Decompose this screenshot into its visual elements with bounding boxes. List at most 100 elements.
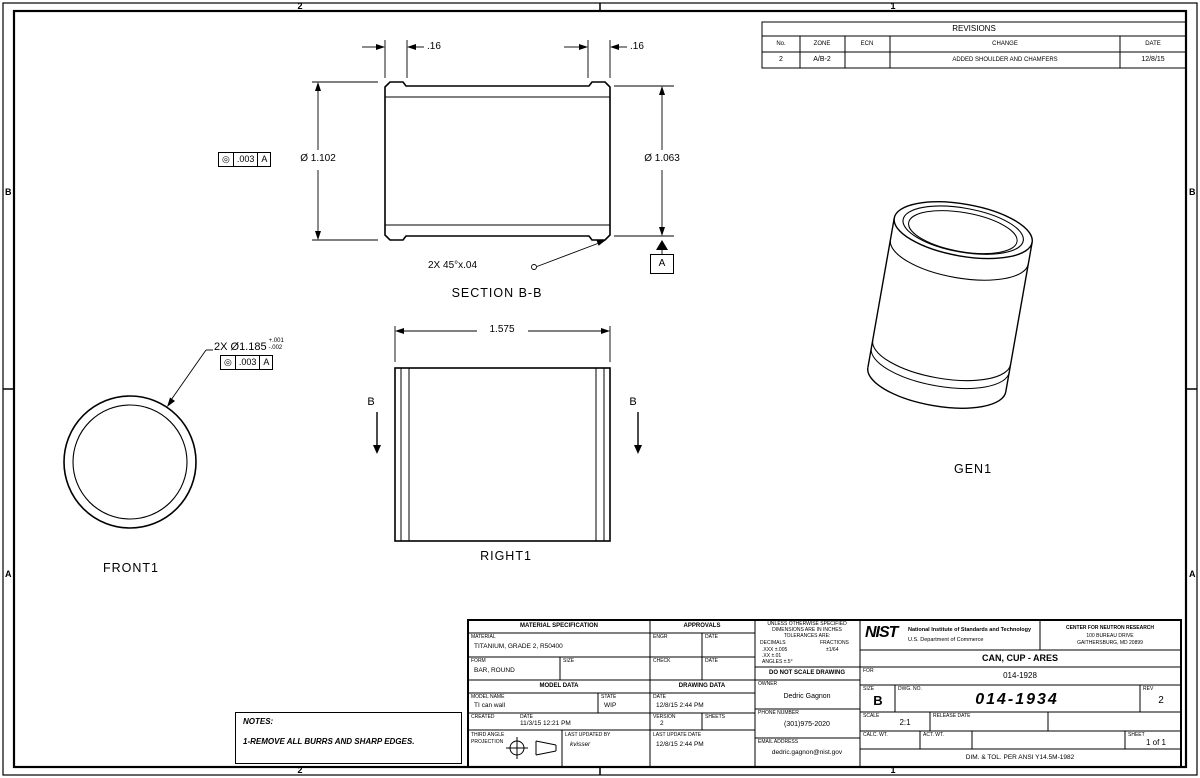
- tb-calc-wt-label: CALC. WT.: [863, 732, 888, 738]
- gen-view: [867, 201, 1033, 409]
- revisions-title: REVISIONS: [952, 24, 996, 33]
- rev-col-date: DATE: [1145, 41, 1161, 47]
- tb-model-data-header: MODEL DATA: [539, 683, 579, 689]
- tb-act-wt-label: ACT. WT.: [923, 732, 944, 738]
- tb-dwg-label: DWG. NO.: [898, 686, 922, 692]
- tb-rev-label: REV: [1143, 686, 1154, 692]
- dim-dia-1063: Ø 1.063: [642, 153, 682, 164]
- gen-label: GEN1: [953, 462, 993, 476]
- tb-uos-line1: UNLESS OTHERWISE SPECIFIED: [767, 621, 847, 627]
- right-view: [373, 326, 642, 542]
- dim-1102-arrows: [315, 82, 321, 240]
- tb-email-value: dedric.gagnon@nist.gov: [771, 749, 843, 756]
- rev-col-no: No.: [776, 41, 786, 47]
- notes-box: NOTES: 1-REMOVE ALL BURRS AND SHARP EDGE…: [235, 712, 462, 764]
- tb-tol-xx: .XX ±.01: [762, 653, 782, 659]
- tb-created-date-label: DATE: [520, 714, 533, 720]
- tb-third-angle-line2: PROJECTION: [471, 739, 504, 745]
- tb-third-angle-line1: THIRD ANGLE: [471, 732, 505, 738]
- dim-16-arrows: [376, 44, 619, 50]
- rev-col-ecn: ECN: [860, 41, 874, 47]
- fcf-datum-ref: A: [261, 154, 268, 164]
- tb-model-name-value: TI can wall: [474, 702, 506, 709]
- tb-engr-date-label: DATE: [705, 634, 718, 640]
- right-label: RIGHT1: [480, 549, 532, 563]
- gdt-concentricity-icon: ◎: [221, 356, 236, 369]
- tb-nist-line2: U.S. Department of Commerce: [908, 637, 984, 643]
- gdt-concentricity-icon: ◎: [219, 153, 234, 166]
- notes-title: NOTES:: [243, 717, 274, 726]
- tb-last-update-label: LAST UPDATE DATE: [653, 732, 702, 738]
- cut-letter-b-right: B: [629, 396, 637, 408]
- notes-line-1: 1-REMOVE ALL BURRS AND SHARP EDGES.: [243, 737, 415, 746]
- revisions-grid: [761, 21, 1187, 69]
- third-angle-symbol: [506, 737, 557, 759]
- zone-bottom-2: 2: [297, 765, 303, 775]
- tb-decimals-label: DECIMALS: [760, 640, 786, 646]
- tb-last-update-value: 12/8/15 2:44 PM: [656, 741, 704, 748]
- tb-approvals-header: APPROVALS: [683, 623, 721, 629]
- tb-for-label: FOR: [863, 668, 874, 674]
- tb-phone-value: (301)975-2020: [784, 721, 830, 728]
- tb-scale-label: SCALE: [863, 713, 880, 719]
- dim-16-lines: [362, 40, 627, 78]
- tb-title: CAN, CUP - ARES: [981, 653, 1059, 663]
- fcf-tolerance: .003: [234, 153, 259, 166]
- tb-model-name-label: MODEL NAME: [471, 694, 505, 700]
- rev-row-date: 12/8/15: [1141, 56, 1165, 63]
- tb-updated-by-label: LAST UPDATED BY: [565, 732, 611, 738]
- tb-state-label: STATE: [601, 694, 617, 700]
- dim-16-right: .16: [630, 41, 644, 52]
- tb-tol-frac: ±1/64: [826, 647, 839, 653]
- tb-date1-value: 12/8/15 2:44 PM: [656, 702, 704, 709]
- front-label: FRONT1: [103, 561, 159, 575]
- chamfer-note: 2X 45°x.04: [428, 260, 478, 271]
- tb-sheet-value: 1 of 1: [1145, 738, 1167, 747]
- front-dia-value: 2X Ø1.185: [214, 341, 267, 353]
- section-cut-arrows: [373, 412, 642, 454]
- tb-size-value: B: [873, 693, 883, 708]
- section-view: [312, 40, 674, 270]
- dim-1102-lines: [312, 81, 378, 241]
- tb-state-value: WIP: [604, 702, 617, 709]
- cut-letter-b-left: B: [367, 396, 375, 408]
- tb-owner-value: Dedric Gagnon: [783, 693, 831, 700]
- tb-check-label: CHECK: [653, 658, 671, 664]
- tb-owner-label: OWNER: [758, 681, 778, 687]
- tb-uos-line2: DIMENSIONS ARE IN INCHES: [772, 627, 842, 633]
- dim-1575: 1.575: [487, 324, 517, 335]
- fcf-datum-ref: A: [263, 357, 270, 367]
- tb-size-label: SIZE: [563, 658, 575, 664]
- rev-row-no: 2: [779, 56, 783, 63]
- front-dia-tolerance: +.001-.002: [268, 338, 284, 351]
- tb-phone-label: PHONE NUMBER: [758, 710, 799, 716]
- zone-top-1: 1: [890, 1, 896, 11]
- front-dia-callout: 2X Ø1.185+.001-.002: [214, 338, 284, 354]
- tb-form-value: BAR, ROUND: [474, 667, 515, 674]
- dim-1063-lines: [614, 85, 674, 254]
- tb-updated-by-value: kvisser: [570, 741, 591, 748]
- tb-check-date-label: DATE: [705, 658, 718, 664]
- tb-engr-label: ENGR: [653, 634, 668, 640]
- tb-nist-line1: National Institute of Standards and Tech…: [908, 627, 1032, 633]
- tb-dwg-number: 014-1934: [975, 691, 1059, 708]
- tb-date1-label: DATE: [653, 694, 666, 700]
- tb-version-value: 2: [660, 720, 664, 727]
- dim-1575-arrows: [395, 328, 610, 334]
- tb-standard-note: DIM. & TOL. PER ANSI Y14.5M-1982: [965, 754, 1075, 761]
- tb-cnr-line3: GAITHERSBURG, MD 20899: [1077, 640, 1143, 646]
- tb-cnr-line2: 100 BUREAU DRIVE: [1086, 633, 1134, 639]
- fcf-tolerance: .003: [236, 356, 261, 369]
- front-view: [63, 349, 213, 529]
- dim-1063-arrows: [656, 86, 668, 250]
- tb-cnr-line1: CENTER FOR NEUTRON RESEARCH: [1065, 625, 1155, 631]
- datum-a-flag: A: [650, 254, 674, 274]
- tb-material-value: TITANIUM, GRADE 2, R50400: [474, 643, 563, 650]
- rev-col-zone: ZONE: [813, 41, 831, 47]
- tb-no-scale: DO NOT SCALE DRAWING: [769, 670, 845, 676]
- tb-release-label: RELEASE DATE: [933, 713, 971, 719]
